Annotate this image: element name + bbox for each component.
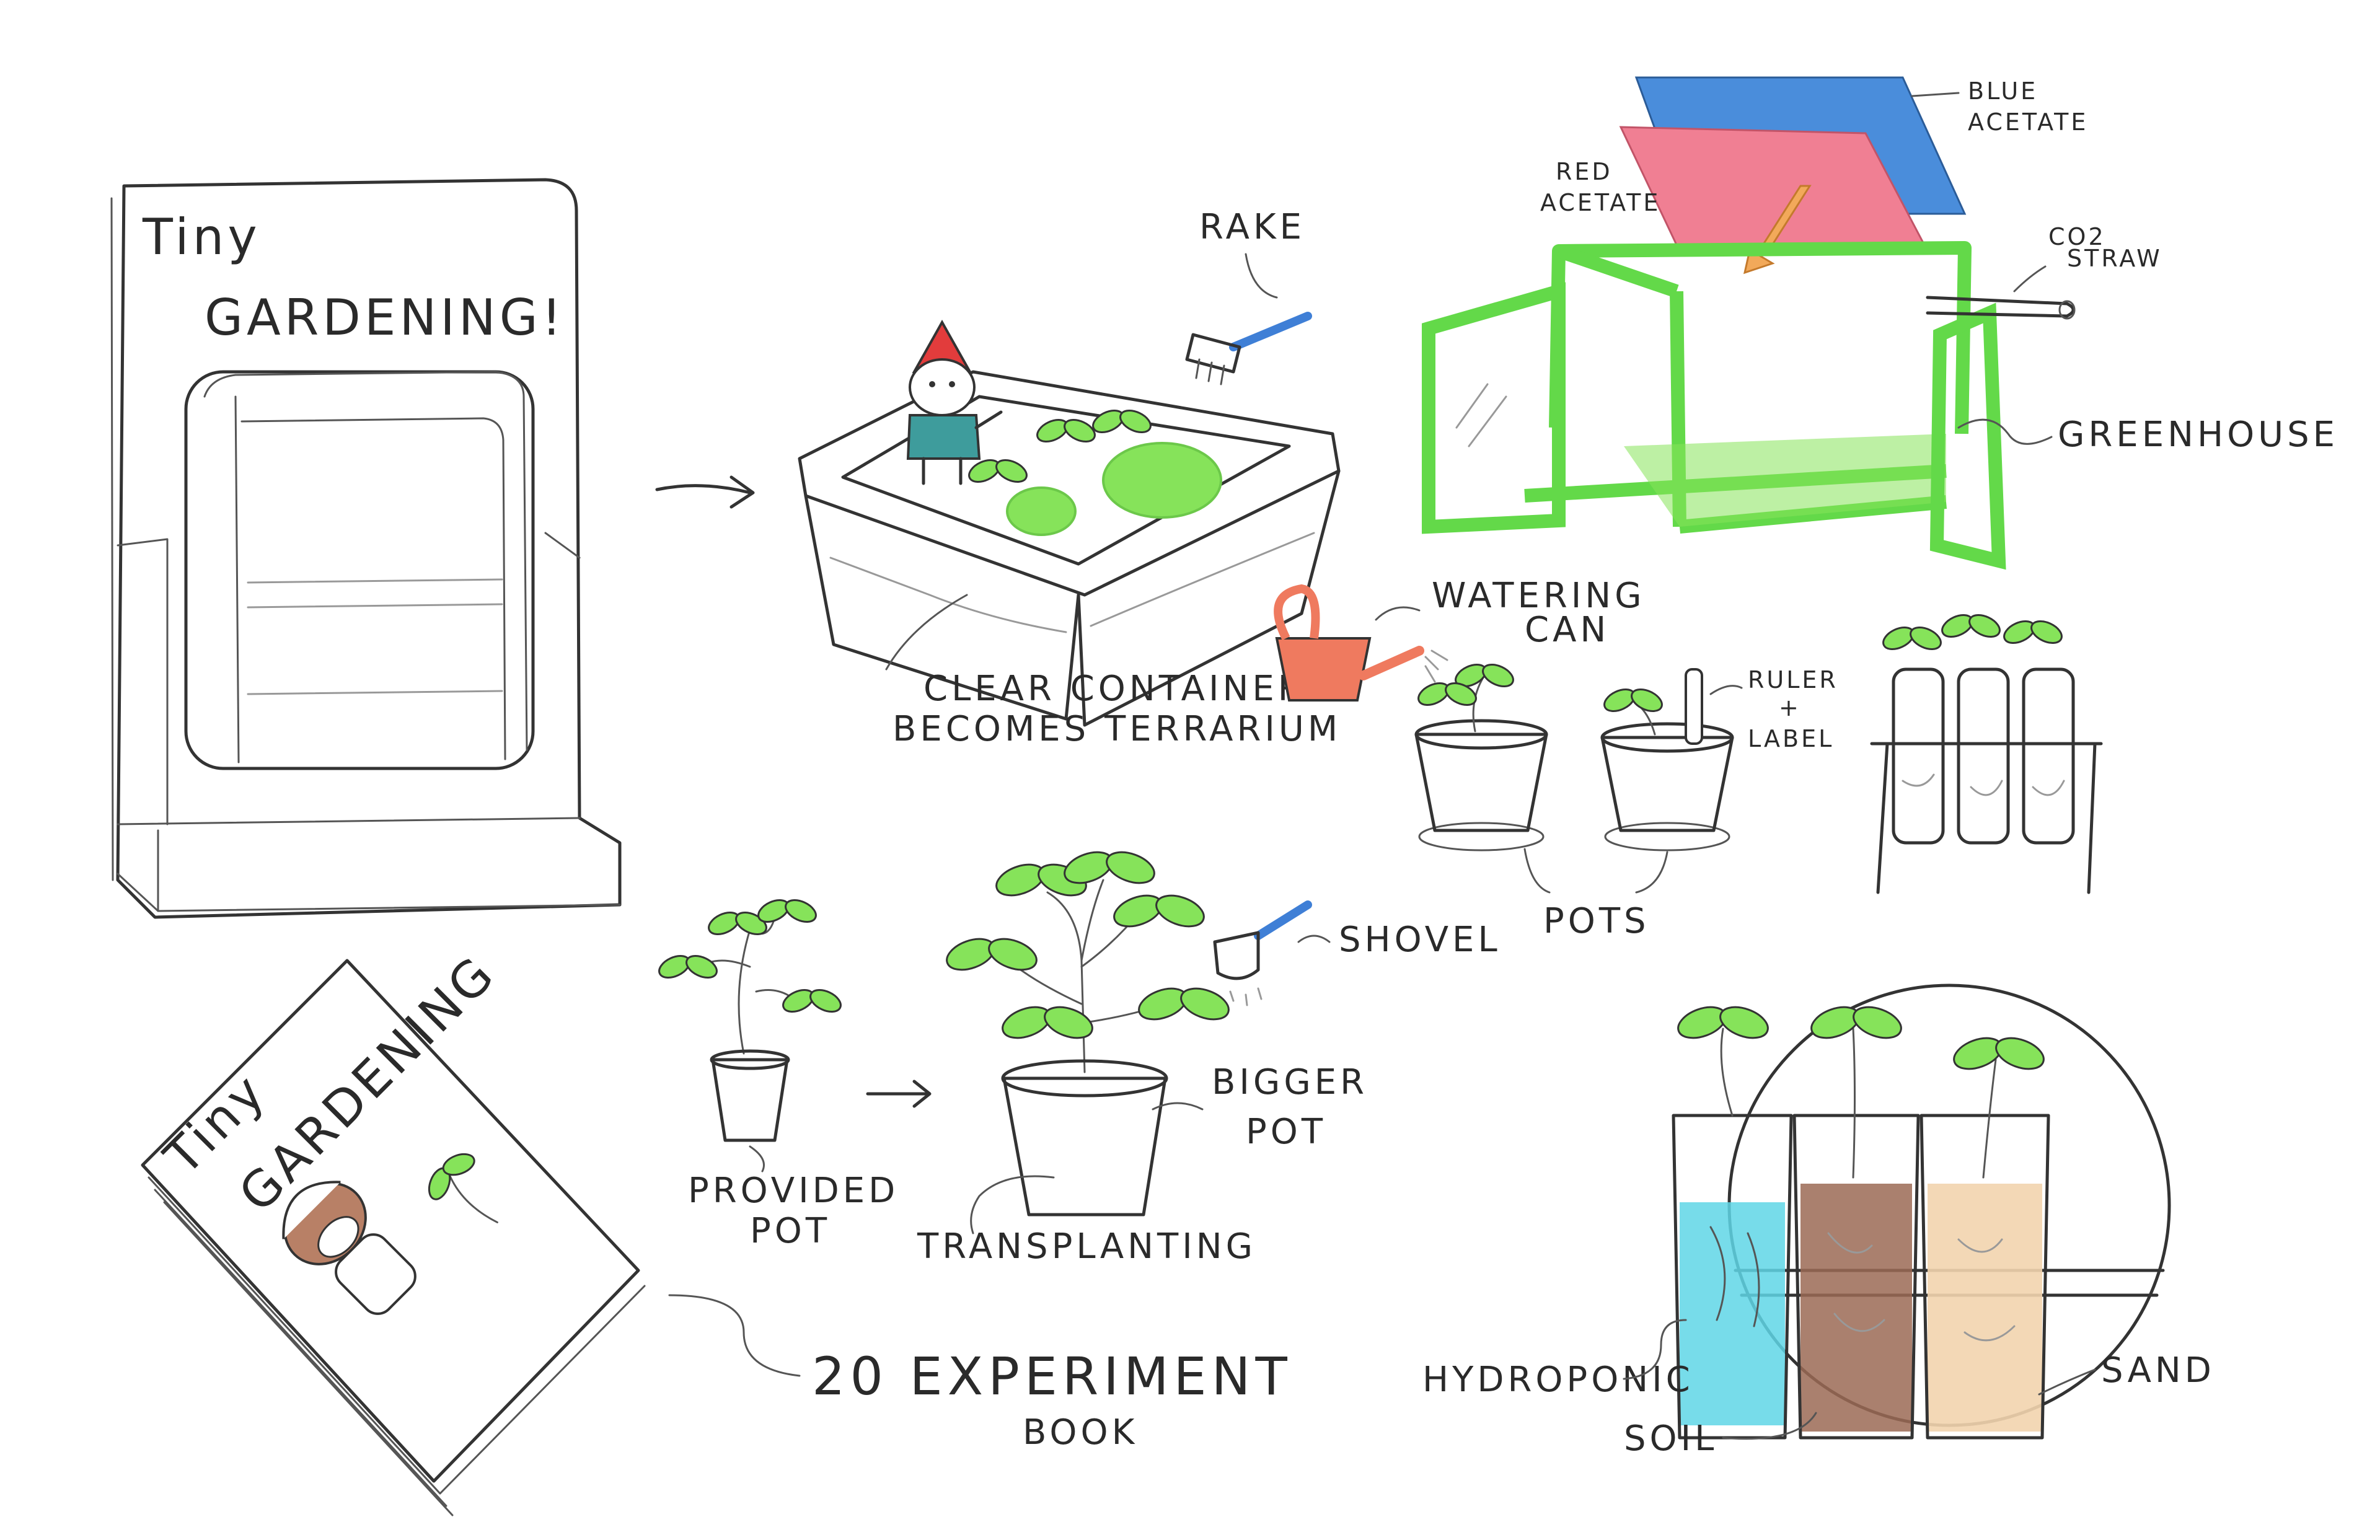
greenhouse-label: GREENHOUSE: [2058, 415, 2338, 455]
arrow-box-to-terrarium: [655, 475, 755, 509]
red-acetate-label-line-1: RED: [1556, 158, 1613, 185]
ruler-label-line-1: RULER: [1748, 666, 1838, 693]
watering-can-label-line-1: WATERING: [1432, 576, 1646, 616]
co2-straw-label-line-2: STRAW: [2067, 245, 2162, 272]
pots-label: POTS: [1543, 901, 1650, 941]
blue-acetate-label-line-2: ACETATE: [1968, 108, 2088, 136]
sand-label: SAND: [2101, 1350, 2215, 1391]
greenhouse-group: BLUE ACETATE RED ACETATE CO2 STRAW GREEN…: [1422, 76, 2338, 570]
rake-icon: [1185, 312, 1312, 385]
transplanting-label: TRANSPLANTING: [917, 1226, 1256, 1267]
sand-tube: [1919, 1031, 2050, 1440]
watering-can-label-line-2: CAN: [1525, 610, 1610, 650]
hydroponic-tube: [1672, 1000, 1793, 1440]
hydroponic-comparison: HYDROPONIC SOIL SAND: [1422, 983, 2215, 1459]
shovel-icon: [1213, 900, 1312, 1006]
ruler-stick: [1685, 668, 1703, 745]
rake-label: RAKE: [1199, 207, 1305, 247]
test-tube-stand: [1870, 609, 2103, 894]
bigger-pot-label-line-1: BIGGER: [1212, 1062, 1368, 1102]
book-title-line-2: GARDENING: [228, 944, 507, 1223]
soil-tube: [1792, 1000, 1920, 1440]
terrarium-caption-line-1: CLEAR CONTAINER: [923, 669, 1306, 709]
provided-pot-label-line-2: POT: [750, 1211, 831, 1251]
plant-pot-2: [1600, 668, 1734, 851]
provided-pot-plant: [654, 894, 845, 1142]
box-title-line-1: Tiny: [142, 208, 261, 266]
book-label-line-2: BOOK: [1023, 1412, 1138, 1453]
book-label-line-1: 20 EXPERIMENT: [812, 1346, 1292, 1407]
shovel-label: SHOVEL: [1339, 920, 1501, 960]
terrarium-group: RAKE CLEAR CONTAINER BECOMES TERRARIUM: [798, 207, 1341, 749]
box-title-line-2: GARDENING!: [205, 289, 565, 346]
pots-group: WATERING CAN RULER + LABEL POTS: [1274, 576, 1838, 941]
bigger-pot-label-line-2: POT: [1246, 1112, 1326, 1152]
bigger-pot-plant: [941, 845, 1234, 1217]
arrow-transplant: [866, 1080, 932, 1108]
terrarium-caption-line-2: BECOMES TERRARIUM: [892, 709, 1341, 749]
co2-straw-label-line-1: CO2: [2048, 223, 2106, 250]
red-acetate-label-line-2: ACETATE: [1540, 189, 1660, 216]
provided-pot-label-line-1: PROVIDED: [688, 1171, 899, 1211]
moss-patch-small: [1006, 486, 1077, 536]
ruler-label-line-3: LABEL: [1748, 725, 1834, 752]
ruler-label-line-2: +: [1779, 694, 1801, 721]
hydroponic-label: HYDROPONIC: [1422, 1360, 1694, 1400]
soil-label: SOIL: [1624, 1419, 1717, 1459]
transplanting-group: SHOVEL PROVIDED POT BIGGER POT TRANSPLAN…: [654, 845, 1501, 1267]
blue-acetate-label-line-1: BLUE: [1968, 77, 2038, 105]
experiment-book: Tiny GARDENING: [141, 944, 646, 1516]
plant-pot-1: [1414, 659, 1548, 851]
moss-patch-large: [1102, 442, 1222, 519]
watering-can-icon: [1274, 584, 1448, 702]
product-box: Tiny GARDENING!: [110, 178, 622, 919]
gnome-figure: [906, 319, 1003, 485]
beaver-mascot: [282, 1181, 416, 1315]
co2-straw-icon: [1926, 296, 2076, 320]
